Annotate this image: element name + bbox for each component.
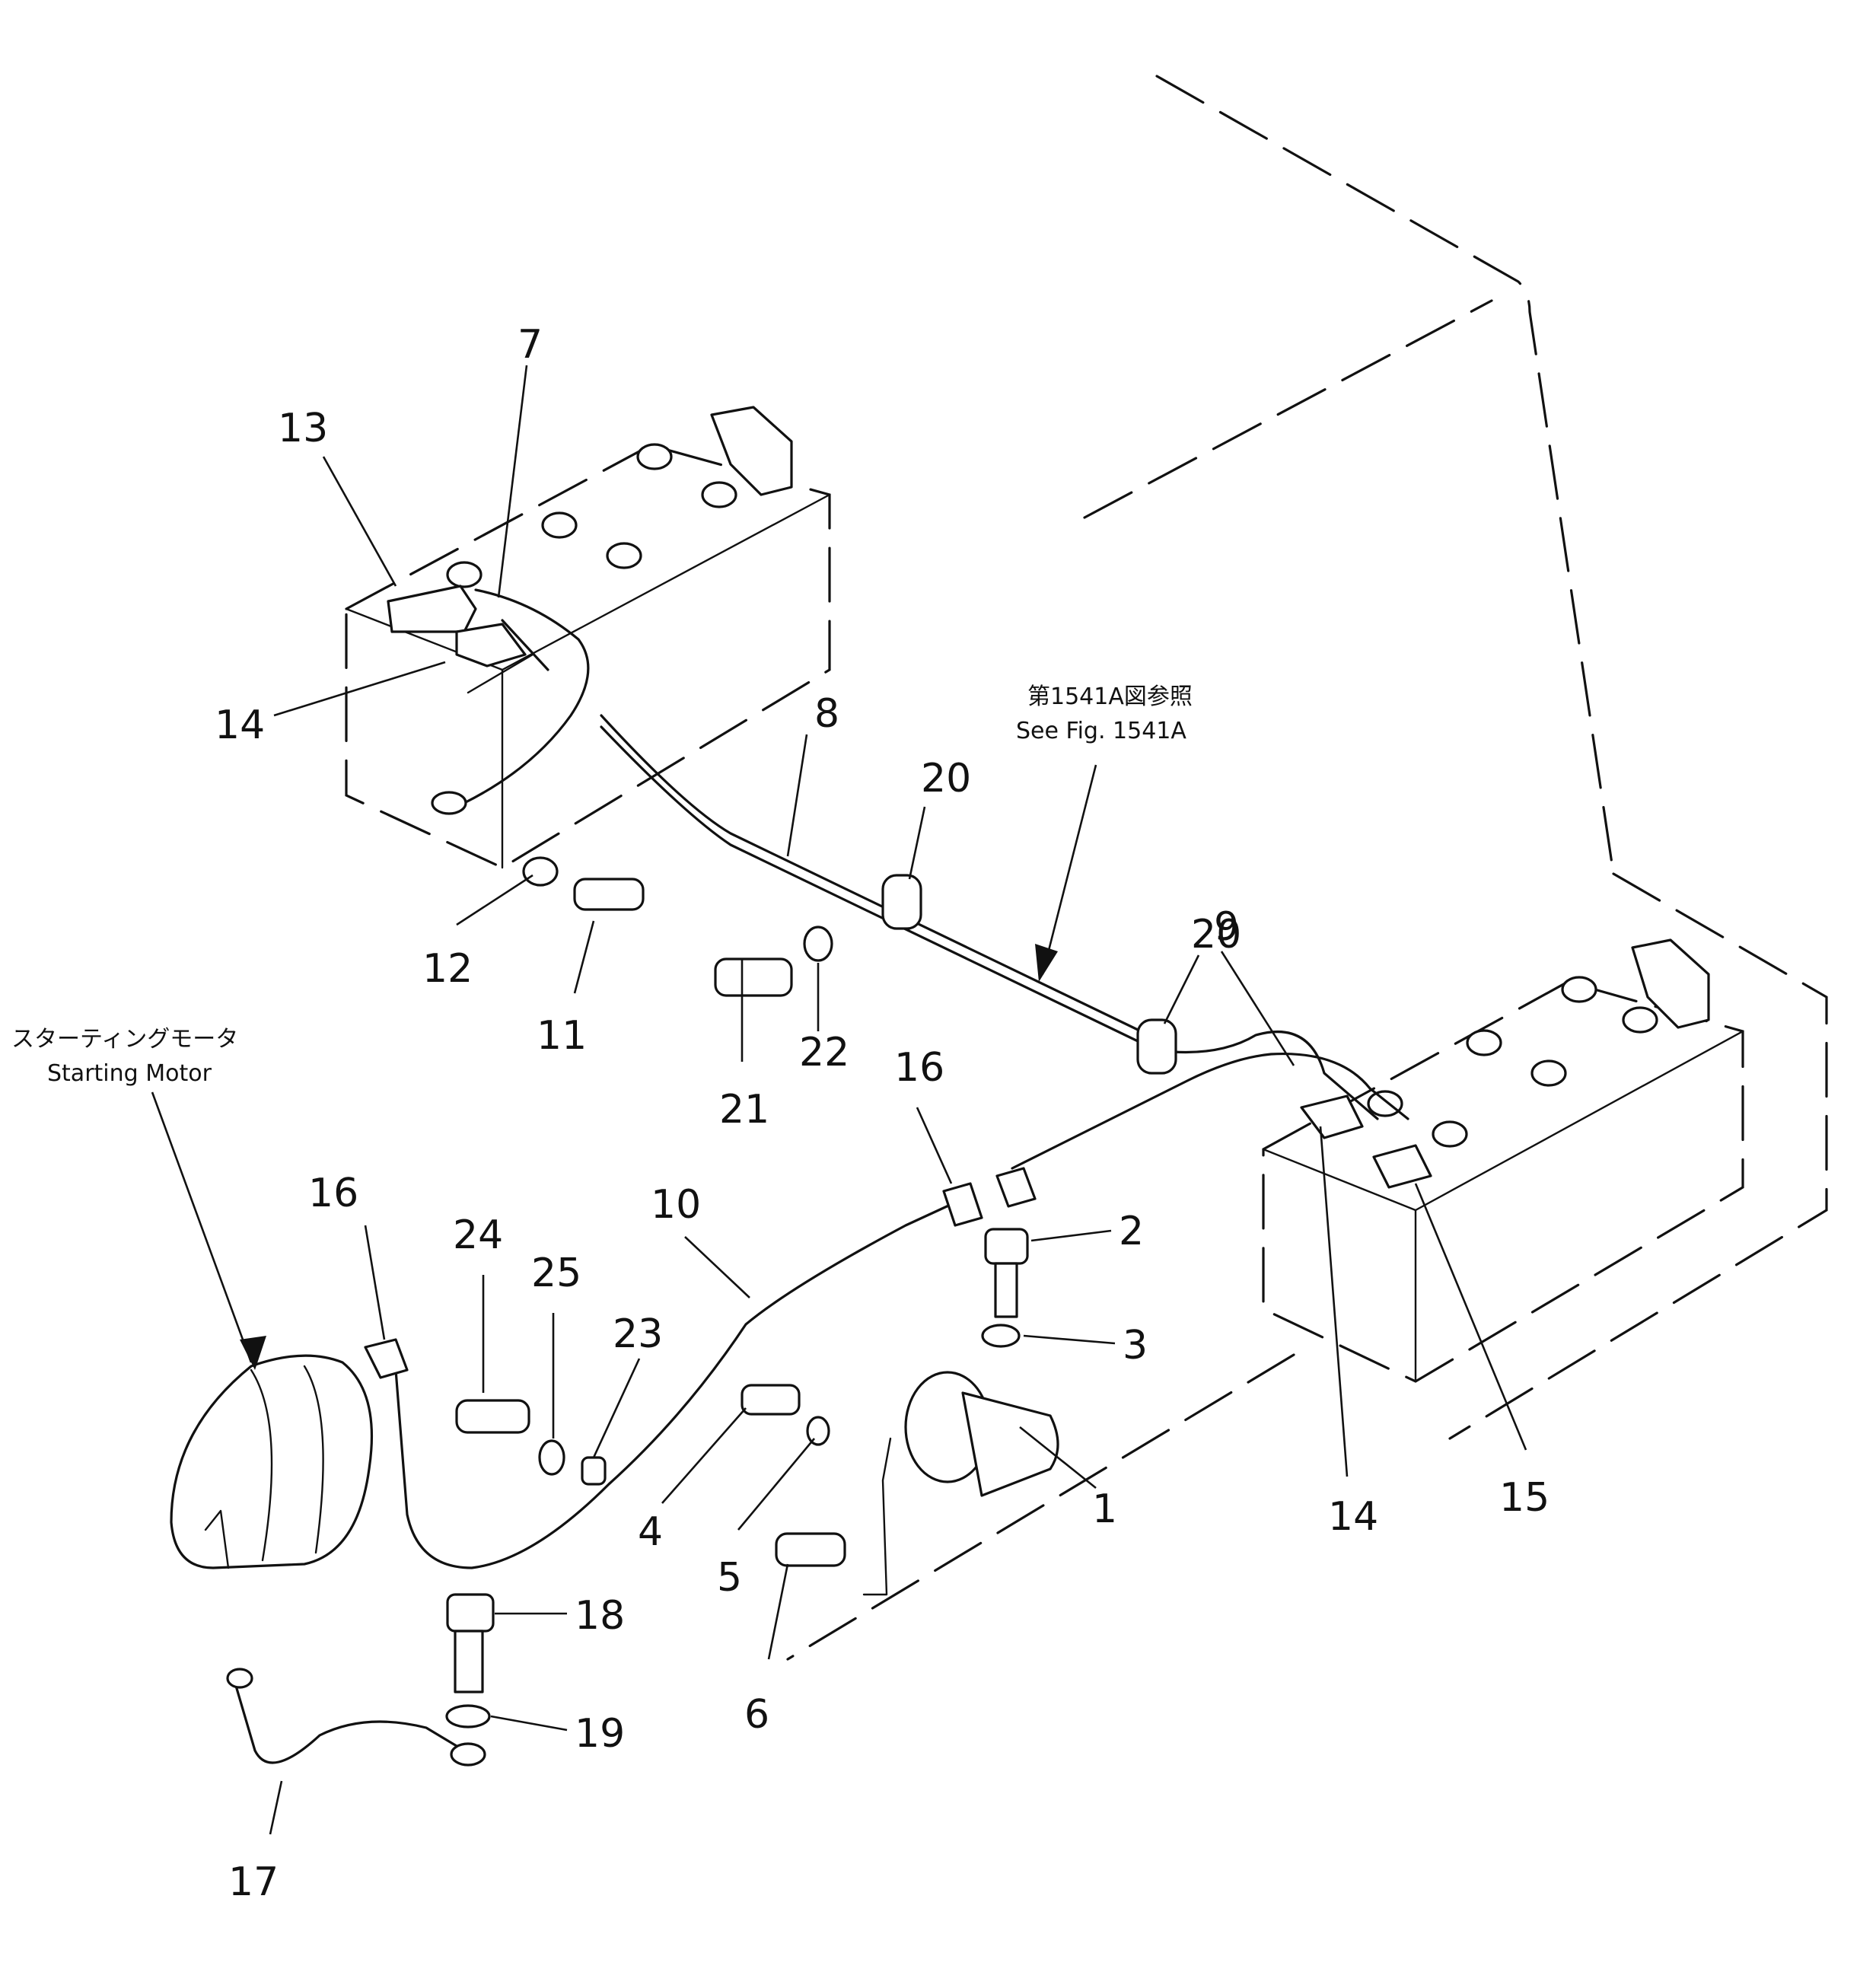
callout-20a: 20	[921, 756, 971, 801]
callout-18: 18	[575, 1593, 625, 1639]
bolt-4	[741, 1384, 801, 1416]
callout-4: 4	[638, 1509, 663, 1555]
callout-14b: 14	[1328, 1494, 1378, 1540]
clip-23	[581, 1456, 607, 1486]
clamp-20-left	[881, 874, 922, 930]
callout-24: 24	[453, 1212, 503, 1258]
hardware	[445, 856, 1029, 1728]
terminal-13	[387, 585, 477, 633]
callout-19: 19	[575, 1711, 625, 1757]
callout-3: 3	[1123, 1323, 1148, 1368]
washer-3	[981, 1324, 1021, 1348]
callout-12: 12	[422, 946, 473, 992]
callout-6: 6	[744, 1692, 769, 1738]
callout-17: 17	[228, 1859, 279, 1905]
bolt-6	[775, 1532, 846, 1567]
callout-7: 7	[518, 322, 543, 368]
callout-15: 15	[1499, 1475, 1550, 1521]
callout-21: 21	[719, 1087, 769, 1133]
callout-23: 23	[613, 1311, 663, 1357]
terminal-16-relay-right	[995, 1167, 1037, 1208]
arrowheads	[240, 944, 1058, 1370]
callout-9: 9	[1214, 904, 1239, 950]
callout-20b: 20	[1191, 912, 1241, 957]
callout-1: 1	[1092, 1486, 1117, 1532]
callout-11: 11	[537, 1013, 587, 1059]
arrow-starting-motor	[240, 1336, 266, 1370]
terminal-14-left	[455, 623, 527, 667]
callout-13: 13	[278, 406, 328, 451]
callout-5: 5	[717, 1555, 742, 1601]
callout-2: 2	[1119, 1209, 1144, 1254]
clamp-20-right	[1136, 1018, 1177, 1075]
callout-16a: 16	[894, 1045, 944, 1091]
leader-lines	[151, 365, 1527, 1835]
bolt-21	[714, 957, 793, 997]
see-fig-label-en: See Fig. 1541A	[1016, 718, 1186, 744]
battery-right	[1262, 938, 1744, 1383]
bolt-2-shank	[994, 1262, 1018, 1318]
callout-16b: 16	[308, 1171, 358, 1216]
starting-motor-label-jp: スターティングモータ	[11, 1026, 238, 1053]
bolt-2	[984, 1228, 1029, 1265]
washer-19	[445, 1704, 491, 1728]
notes: スターティングモータ Starting Motor 第1541A図参照 See …	[11, 683, 1193, 1087]
washer-5	[806, 1416, 830, 1446]
washer-22	[803, 926, 833, 962]
arrow-see-fig	[1035, 944, 1058, 982]
machine-frame-outline	[786, 75, 1828, 1661]
callout-8: 8	[814, 691, 839, 737]
terminal-16-motor	[364, 1338, 409, 1379]
clamps	[581, 874, 1177, 1486]
callout-10: 10	[651, 1182, 701, 1228]
ring-terminal-17a	[226, 1668, 253, 1689]
ring-terminal-left	[431, 791, 467, 815]
bolt-18	[446, 1593, 495, 1633]
terminal-16-relay-left	[942, 1182, 983, 1227]
see-fig-label-jp: 第1541A図参照	[1027, 683, 1193, 710]
callout-14a: 14	[215, 703, 265, 748]
callout-numbers: 1 2 3 4 5 6 7 8 9 10 11 12 13 14 14 15 1…	[215, 322, 1550, 1905]
bolt-18-shank	[454, 1630, 484, 1693]
ring-terminal-17b	[450, 1742, 486, 1767]
terminal-14-right	[1300, 1094, 1364, 1139]
cables	[234, 588, 1409, 1764]
starting-motor-label-en: Starting Motor	[47, 1060, 212, 1087]
bolt-24	[455, 1399, 530, 1434]
terminal-15	[1372, 1144, 1432, 1189]
callout-22: 22	[799, 1030, 849, 1075]
battery-left	[345, 406, 831, 869]
washer-12	[522, 856, 559, 887]
terminals	[226, 585, 1432, 1767]
bolt-11	[573, 878, 645, 911]
washer-25	[538, 1439, 565, 1476]
starting-motor	[170, 1354, 374, 1569]
callout-25: 25	[531, 1251, 581, 1296]
battery-relay	[862, 1371, 1059, 1596]
